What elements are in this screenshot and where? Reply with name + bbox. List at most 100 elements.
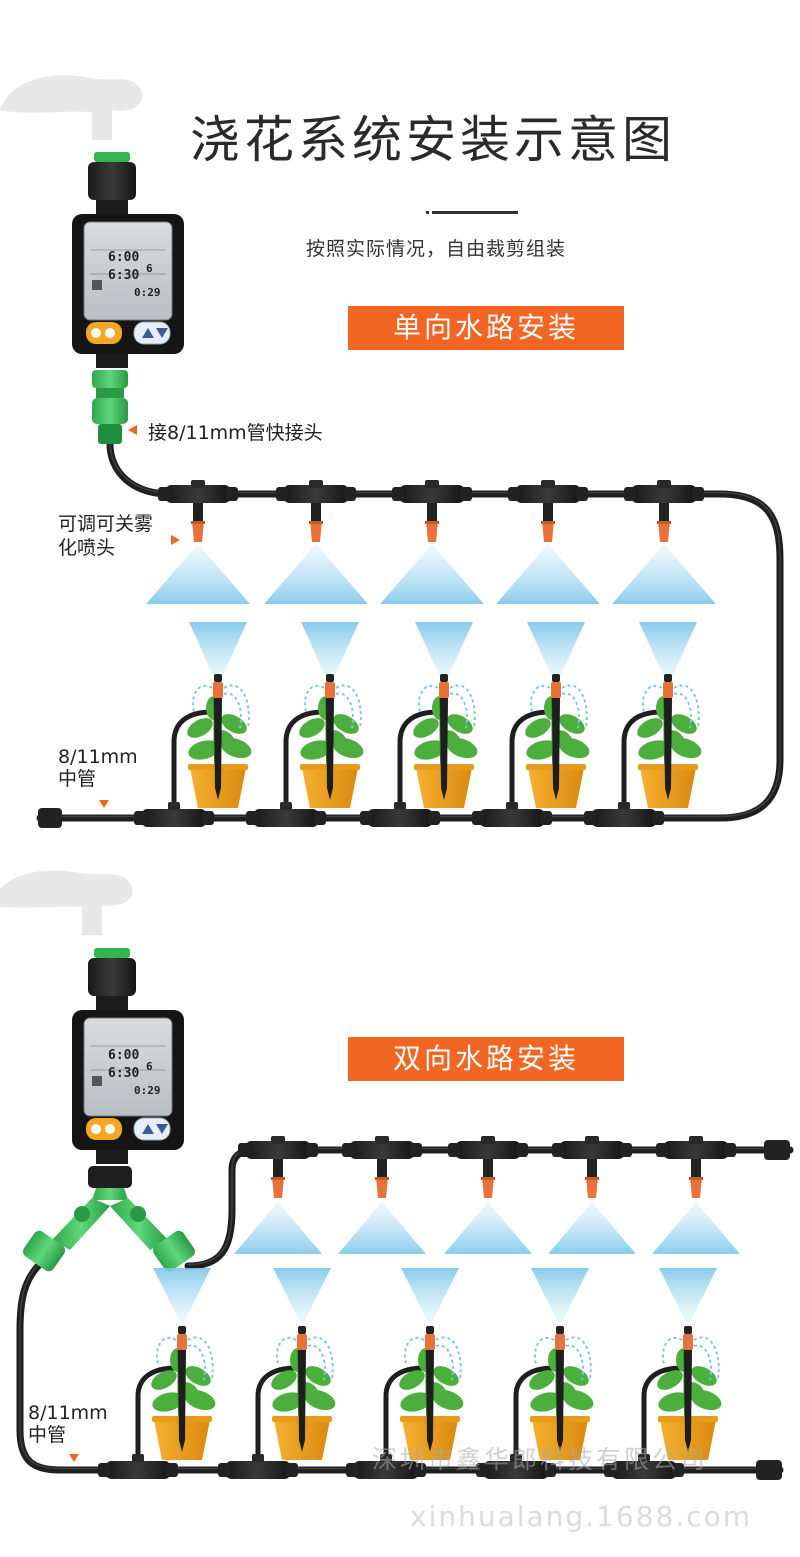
tee-cap [306, 1143, 318, 1157]
feed-tube [283, 709, 325, 818]
nozzle-tip [690, 1177, 702, 1198]
feed-tube [641, 1365, 683, 1470]
leaf [299, 718, 325, 738]
tee-body [284, 485, 348, 503]
leaf [152, 1392, 184, 1412]
inlet-neck [96, 200, 128, 214]
page-title: 浇花系统安装示意图 [190, 111, 676, 169]
button-icon [91, 1124, 101, 1134]
mist-spray [527, 622, 585, 686]
nozzle-label: 可调可关雾化喷头 [58, 513, 154, 559]
bottom-tee-connector [604, 1454, 684, 1479]
inlet-ring [94, 948, 130, 958]
nozzle-ring [309, 521, 323, 524]
mist-spray [612, 544, 716, 604]
stake [440, 698, 448, 800]
tee-cap [576, 487, 588, 501]
pipe-highlight [19, 1261, 781, 1470]
tee-cap [540, 811, 552, 825]
leaf [300, 740, 332, 760]
background-layer [0, 75, 143, 935]
down-icon [156, 1124, 168, 1134]
stake [298, 1350, 306, 1452]
tee-cap [360, 811, 372, 825]
timer-lcd-time1: 6:00 [108, 250, 140, 265]
tee-connector [342, 1136, 422, 1198]
potted-plant [637, 674, 702, 808]
tee-body [632, 485, 696, 503]
water-timer [72, 948, 184, 1164]
tee-body [354, 1461, 418, 1479]
tee-connector [238, 1136, 318, 1198]
leaf [305, 1366, 331, 1386]
mist-spray [401, 1268, 459, 1326]
tee-top [618, 802, 630, 810]
tee-cap [584, 811, 596, 825]
tee-connector [392, 480, 472, 542]
tee-cap [516, 1143, 528, 1157]
leaf [529, 1370, 555, 1390]
bottom-tee-connector [98, 1454, 178, 1479]
tee-body [480, 809, 544, 827]
end-plug [38, 808, 62, 828]
leaf [667, 730, 685, 746]
button-icon [105, 1124, 115, 1134]
stake-nozzle [663, 682, 673, 698]
stake-cap [552, 674, 560, 682]
water-arc [223, 684, 250, 729]
tee-top [375, 1136, 389, 1144]
pipe-label-double: 8/11mm 中管 [28, 1402, 128, 1446]
nozzle-ring [481, 1177, 495, 1180]
stake [178, 1350, 186, 1452]
button-icon [105, 328, 115, 338]
splitter-hub [92, 1188, 128, 1200]
stake [664, 698, 672, 800]
tee-cap [604, 1463, 616, 1477]
timer-lcd-time3: 0:29 [134, 286, 161, 299]
pointer-arrow [171, 535, 180, 545]
tee-cap [392, 487, 404, 501]
bottom-tee-connector [246, 802, 326, 827]
water-arc [335, 684, 362, 729]
lcd-icon [92, 280, 102, 290]
timer-button-right [133, 1117, 171, 1141]
timer-lcd [83, 1017, 173, 1117]
bottom-tee-connector [218, 1454, 298, 1479]
splitter-top [88, 1166, 132, 1188]
stake-cap [684, 1326, 692, 1334]
tee-stem [659, 503, 669, 521]
button-icon [91, 328, 101, 338]
tee-cap [286, 1463, 298, 1477]
potted-plant [399, 1326, 464, 1460]
tee-cap [624, 487, 636, 501]
stake-nozzle [297, 1334, 307, 1350]
tee-cap [472, 811, 484, 825]
tee-cap [428, 811, 440, 825]
water-arc [693, 1336, 720, 1381]
nozzle-ring [271, 1177, 285, 1180]
tee-top [394, 802, 406, 810]
mist-spray [496, 544, 600, 604]
tee-cap [652, 811, 664, 825]
leaf [526, 740, 558, 760]
faucet-silhouette [0, 870, 133, 935]
leaf [691, 1366, 717, 1386]
leaf [555, 730, 573, 746]
tee-cap [508, 487, 520, 501]
water-arc [187, 1344, 206, 1381]
tee-body [400, 485, 464, 503]
quick-connector [153, 1230, 195, 1272]
leaf [414, 740, 446, 760]
mist-spray [531, 1268, 589, 1326]
leaf [657, 1370, 683, 1390]
pipe-label-type: 中管 [58, 768, 97, 790]
quick-connector [23, 1230, 65, 1272]
tee-body [106, 1461, 170, 1479]
title-divider [432, 211, 518, 214]
items-layer [23, 152, 790, 1480]
timer-lcd-time3: 0:29 [134, 1084, 161, 1097]
inlet-neck [96, 996, 128, 1010]
water-arc [449, 684, 476, 729]
timer-lcd-time2: 6:30 [108, 268, 140, 283]
mist-spray [234, 1202, 322, 1254]
